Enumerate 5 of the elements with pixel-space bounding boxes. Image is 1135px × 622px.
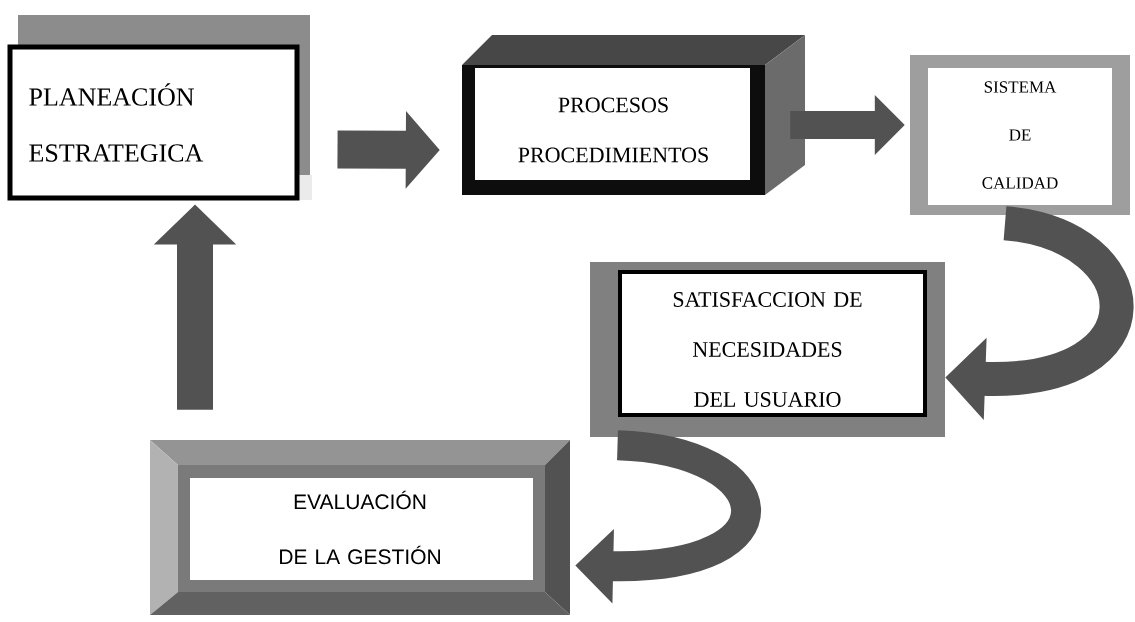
process-box: EVALUACIÓN DE LA GESTIÓN bbox=[150, 440, 570, 615]
process-box: SATISFACCION DE NECESIDADES DEL USUARIO bbox=[590, 262, 945, 437]
process-box: PLANEACIÓN ESTRATEGICA bbox=[7, 15, 312, 201]
process-box: PROCESOS PROCEDIMIENTOS bbox=[462, 35, 805, 195]
process-box: SISTEMA DE CALIDAD bbox=[910, 55, 1130, 215]
